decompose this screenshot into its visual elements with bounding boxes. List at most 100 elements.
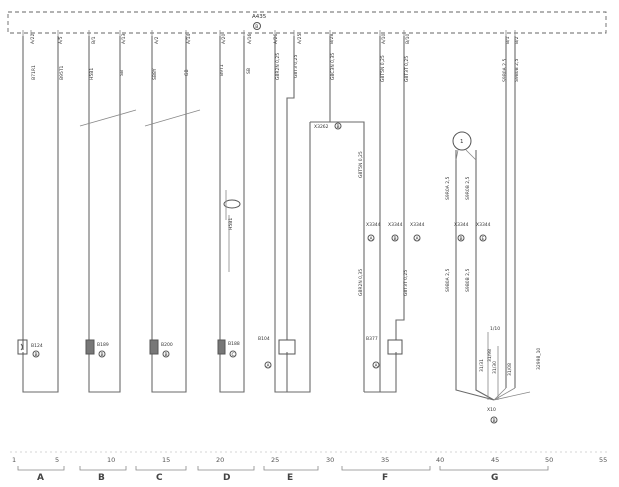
svg-text:B: B bbox=[394, 236, 397, 242]
module-name: A435 bbox=[252, 14, 267, 20]
zone-b-circuit: B189 B bbox=[79, 36, 137, 393]
pin-label: A/26 bbox=[273, 34, 279, 44]
svg-text:B: B bbox=[337, 124, 340, 130]
svg-text:C: C bbox=[232, 352, 235, 358]
wire-label: G8T5N 0,25 bbox=[380, 55, 386, 82]
pin-label: B/10 bbox=[405, 34, 411, 44]
module-box bbox=[7, 11, 607, 34]
svg-text:B: B bbox=[35, 352, 38, 358]
scale-tick: 10 bbox=[107, 456, 115, 464]
module-connector-marker bbox=[253, 22, 261, 30]
sensor-b200-label: B200 bbox=[161, 342, 173, 348]
sensor-b189-symbol bbox=[85, 339, 95, 355]
svg-text:31/98: 31/98 bbox=[487, 349, 493, 362]
zone-d-circuit: H5B1 B188 C bbox=[217, 36, 245, 393]
pin-label: A/10 bbox=[381, 34, 387, 44]
svg-text:G8T3T 0,25: G8T3T 0,25 bbox=[403, 270, 409, 296]
zone-a-circuit: B124 B bbox=[17, 36, 59, 393]
scale-tick: 30 bbox=[326, 456, 334, 464]
callout-circle bbox=[452, 131, 472, 151]
scale-tick: 25 bbox=[271, 456, 279, 464]
zone-label: D bbox=[223, 473, 230, 483]
svg-text:H5B1: H5B1 bbox=[228, 218, 234, 230]
zone-label: C bbox=[156, 473, 163, 483]
callout-number: 1 bbox=[460, 139, 464, 145]
zone-g-circuit: 1 S9R0A 2,5 S9R0B 2,5 S9B0A 2,5 S9B0B 2,… bbox=[445, 36, 542, 424]
wire-label: S9B0B 2,5 bbox=[514, 59, 520, 82]
zone-e-circuit: B104 A X3262 B bbox=[258, 36, 365, 393]
svg-text:B: B bbox=[493, 418, 496, 424]
scale-tick: 1 bbox=[12, 456, 16, 464]
svg-text:A: A bbox=[370, 236, 374, 242]
wire-label: B71R1 bbox=[31, 65, 37, 80]
pin-label: B/28 bbox=[329, 34, 335, 44]
svg-text:31/31: 31/31 bbox=[479, 359, 485, 372]
wire-label: G8T3T 0,25 bbox=[404, 56, 410, 82]
sensor-b189-label: B189 bbox=[97, 342, 109, 348]
zone-label: E bbox=[287, 473, 293, 483]
wire-label: B9T1 bbox=[219, 64, 225, 76]
sensor-b377-symbol bbox=[387, 339, 403, 355]
wire-code-labels: B71R1 B95T1 H5B1 SB SB8Y GB B9T1 SB G8R2… bbox=[31, 53, 520, 82]
svg-text:32998_10: 32998_10 bbox=[536, 348, 542, 370]
wire-label: G8T3 0,25 bbox=[293, 54, 299, 78]
pin-label: A/25 bbox=[297, 34, 303, 44]
zone-label: A bbox=[37, 473, 44, 483]
sensor-b200-connector bbox=[162, 350, 170, 358]
zone-c-circuit: B200 B bbox=[144, 36, 201, 393]
pin-label: A/14 bbox=[186, 34, 192, 44]
scale-tick: 15 bbox=[162, 456, 170, 464]
scale-ruler: 1 5 10 15 20 25 30 35 40 45 50 55 bbox=[10, 451, 608, 464]
scale-tick: 20 bbox=[216, 456, 224, 464]
pin-label: B/1 bbox=[91, 36, 97, 44]
pin-label: A/16 bbox=[247, 34, 253, 44]
svg-text:B: B bbox=[460, 236, 463, 242]
svg-text:G8R2N 0,35: G8R2N 0,35 bbox=[358, 269, 364, 296]
shield-ellipse bbox=[223, 199, 241, 209]
scale-tick: 35 bbox=[381, 456, 389, 464]
zone-label: B bbox=[98, 473, 105, 483]
svg-text:E: E bbox=[482, 236, 485, 242]
svg-text:31/30: 31/30 bbox=[492, 361, 498, 374]
x3344-f1-label: X3344 bbox=[366, 222, 381, 228]
x3344-f3-label: X3344 bbox=[410, 222, 425, 228]
pin-stubs bbox=[22, 30, 516, 36]
pin-label: A/2 bbox=[154, 36, 160, 44]
sensor-b188-label: B188 bbox=[228, 341, 240, 347]
svg-text:G8T5N 0,25: G8T5N 0,25 bbox=[358, 151, 364, 178]
sensor-b104-symbol bbox=[278, 339, 296, 355]
sensor-b188-connector bbox=[229, 350, 237, 358]
scale-tick: 50 bbox=[545, 456, 553, 464]
svg-text:31/08: 31/08 bbox=[507, 363, 513, 376]
zone-label: F bbox=[382, 473, 388, 483]
sensor-b200-symbol bbox=[149, 339, 159, 355]
svg-text:S9B0A 2,5: S9B0A 2,5 bbox=[445, 269, 451, 292]
x3344-g1-label: X3344 bbox=[454, 222, 469, 228]
wire-label: GB bbox=[184, 69, 190, 76]
svg-text:S9R0A 2,5: S9R0A 2,5 bbox=[445, 176, 451, 200]
pin-label: A/5 bbox=[58, 36, 64, 44]
module-connector-code: B bbox=[255, 24, 258, 30]
svg-text:1/10: 1/10 bbox=[490, 326, 500, 332]
x3344-f2-label: X3344 bbox=[388, 222, 403, 228]
zone-f-circuit: G8T5N 0,25 G8R2N 0,35 G8T3T 0,25 X3344 A… bbox=[358, 36, 425, 393]
sensor-b104-label: B104 bbox=[258, 336, 270, 342]
wire-label: SB bbox=[246, 68, 252, 74]
svg-text:A: A bbox=[375, 363, 379, 369]
zone-markers: A B C D E F G bbox=[17, 466, 549, 483]
pin-label: A/20 bbox=[221, 34, 227, 44]
scale-tick: 40 bbox=[436, 456, 444, 464]
sensor-b189-connector bbox=[98, 350, 106, 358]
pin-label: A/13 bbox=[121, 34, 127, 44]
x10-label: X10 bbox=[487, 407, 496, 413]
svg-text:A: A bbox=[267, 363, 271, 369]
wire-label: B95T1 bbox=[59, 65, 65, 80]
svg-text:B: B bbox=[165, 352, 168, 358]
svg-text:S9R0B 2,5: S9R0B 2,5 bbox=[465, 176, 471, 200]
x3344-g2-label: X3344 bbox=[476, 222, 491, 228]
svg-text:A: A bbox=[416, 236, 420, 242]
sensor-b104-connector bbox=[264, 361, 272, 369]
wire-label: G8R2N 0,25 bbox=[275, 53, 281, 80]
x3262-marker bbox=[334, 122, 342, 130]
